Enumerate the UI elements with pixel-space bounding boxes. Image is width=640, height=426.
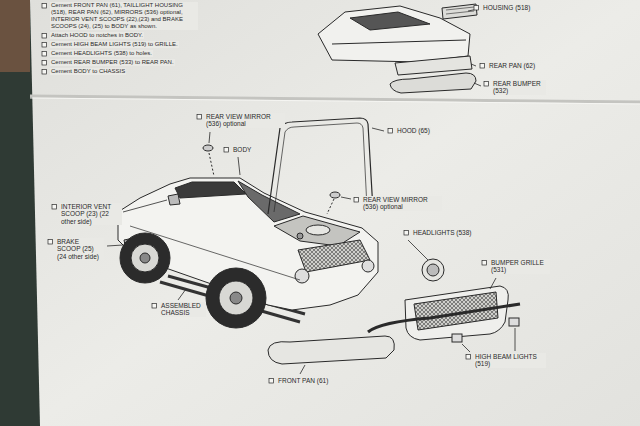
part-label: BODY: [232, 146, 252, 153]
instruction-step: Cement REAR BUMPER (533) to REAR PAN.: [50, 59, 175, 66]
front-parts: [268, 259, 520, 364]
checkboxes: [42, 4, 489, 384]
car-illustration-shape: [120, 233, 170, 283]
leader-lines-shape: [471, 64, 476, 66]
car-illustration-shape: [295, 269, 309, 283]
front-parts-shape: [509, 318, 519, 326]
rear-view-illustration-shape: [390, 73, 476, 93]
background-shape: [30, 98, 640, 104]
instruction-step: Cement BODY to CHASSIS: [50, 68, 126, 75]
car-illustration-shape: [131, 244, 159, 272]
front-parts-shape: [368, 304, 520, 332]
instruction-step: Attach HOOD to notches in BODY.: [50, 32, 144, 39]
leader-lines-shape: [238, 157, 240, 175]
leader-lines-shape: [341, 197, 351, 199]
rear-view-illustration: [318, 4, 477, 93]
car-illustration: [118, 178, 378, 328]
leader-lines-shape: [490, 278, 496, 289]
rear-view-illustration-shape: [350, 12, 430, 30]
checkbox: [42, 34, 47, 39]
instruction-step: Cement FRONT PAN (61), TAILLIGHT HOUSING…: [50, 2, 198, 30]
car-illustration-shape: [230, 292, 242, 304]
leader-lines-shape: [300, 365, 305, 374]
part-label: REAR VIEW MIRROR (536) optional: [205, 113, 285, 128]
part-label: HEADLIGHTS (538): [412, 229, 473, 236]
checkbox: [269, 379, 274, 384]
background-shape: [0, 0, 30, 72]
checkbox: [42, 43, 47, 48]
leader-lines-shape: [178, 289, 186, 300]
part-label: REAR VIEW MIRROR (536) optional: [362, 196, 442, 211]
car-illustration-shape: [175, 182, 246, 198]
checkbox: [484, 82, 489, 87]
checkbox: [42, 4, 47, 9]
checkbox: [42, 52, 47, 57]
front-parts-shape: [414, 292, 498, 330]
leader-lines-shape: [474, 83, 481, 86]
car-illustration-shape: [238, 181, 300, 222]
mirror-parts-shape: [330, 192, 340, 198]
part-label: BUMPER GRILLE (531): [490, 259, 550, 274]
car-illustration-shape: [219, 281, 253, 315]
mirror-parts: [203, 145, 340, 214]
checkbox: [480, 64, 485, 69]
car-illustration-shape: [168, 194, 180, 205]
checkbox: [474, 6, 479, 11]
car-illustration-shape: [298, 240, 370, 272]
part-label: REAR PAN (62): [488, 62, 536, 69]
checkbox: [152, 304, 157, 309]
checkbox: [197, 115, 202, 120]
checkbox: [42, 61, 47, 66]
checkbox: [52, 205, 57, 210]
leader-lines-shape: [515, 328, 516, 351]
hood-part-shape: [274, 123, 367, 212]
checkbox: [482, 261, 487, 266]
part-label: ASSEMBLED CHASSIS: [160, 302, 206, 317]
mirror-parts-shape: [203, 145, 213, 151]
leader-lines-shape: [372, 128, 384, 131]
rear-view-illustration-shape: [395, 56, 472, 75]
part-label: BRAKE SCOOP (25) (24 other side): [56, 238, 104, 260]
mirror-parts-shape: [209, 153, 334, 214]
rear-view-illustration-shape: [442, 4, 477, 19]
instruction-step: Cement HEADLIGHTS (538) to holes.: [50, 50, 153, 57]
leader-lines-shape: [462, 344, 470, 352]
checkbox: [354, 198, 359, 203]
part-label: HOOD (65): [396, 127, 431, 134]
car-illustration-shape: [206, 268, 266, 328]
rear-view-illustration-shape: [332, 40, 466, 44]
front-parts-shape: [268, 336, 394, 364]
part-label: FRONT PAN (61): [277, 377, 329, 384]
part-label: REAR BUMPER (532): [492, 80, 546, 95]
part-label: HIGH BEAM LIGHTS (519): [474, 353, 546, 368]
front-parts-shape: [427, 264, 439, 276]
car-illustration-shape: [274, 216, 360, 246]
checkbox: [466, 355, 471, 360]
leader-lines-shape: [209, 132, 210, 143]
checkbox: [404, 231, 409, 236]
leader-lines-shape: [123, 200, 167, 212]
hood-part: [268, 118, 373, 214]
car-illustration-shape: [362, 260, 374, 272]
hood-part-shape: [268, 118, 373, 214]
car-illustration-shape: [306, 225, 330, 235]
checkbox: [224, 148, 229, 153]
leader-lines-shape: [408, 240, 428, 260]
car-illustration-shape: [297, 233, 303, 239]
checkbox: [42, 70, 47, 75]
instruction-step: Cement HIGH BEAM LIGHTS (519) to GRILLE.: [50, 41, 179, 48]
background-shape: [30, 0, 640, 426]
car-illustration-shape: [140, 253, 150, 263]
checkbox: [48, 240, 53, 245]
part-label: INTERIOR VENT SCOOP (23) (22 other side): [60, 203, 122, 225]
checkbox: [388, 129, 393, 134]
leader-lines-shape: [107, 245, 123, 246]
front-parts-shape: [452, 334, 462, 342]
front-parts-shape: [422, 259, 444, 281]
part-label: HOUSING (518): [482, 4, 531, 11]
